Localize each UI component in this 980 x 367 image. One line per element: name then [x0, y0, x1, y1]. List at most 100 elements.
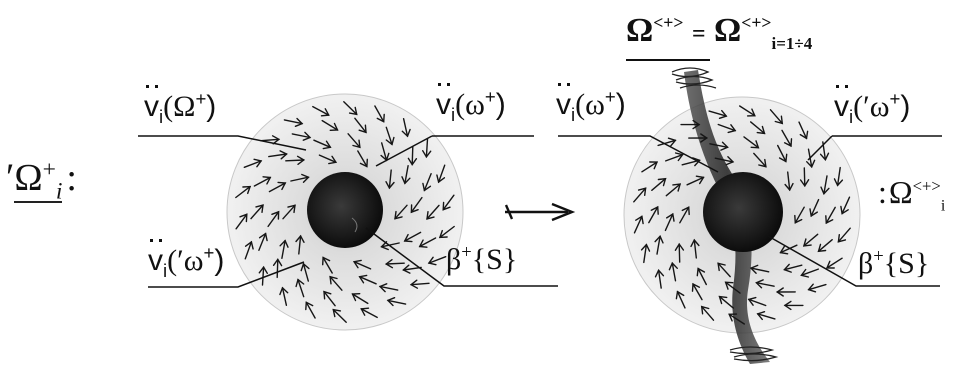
- flow-arrow-head: [401, 128, 411, 138]
- flow-arrow-head: [258, 232, 268, 242]
- flow-arrow-head: [802, 238, 812, 247]
- flow-arrow-shaft: [777, 144, 787, 163]
- leader-left-v1: [138, 135, 307, 151]
- flow-arrow-shaft: [380, 242, 400, 248]
- flow-arrow-head: [358, 274, 368, 284]
- flow-arrow-shaft: [686, 176, 705, 186]
- flow-arrow-shaft: [641, 161, 658, 173]
- long-right-arrow-icon: [504, 202, 576, 222]
- flow-arrow-shaft: [428, 256, 447, 264]
- flow-arrow-head: [277, 181, 287, 191]
- flow-arrow-head: [674, 152, 684, 162]
- flow-arrow-shaft: [305, 301, 316, 319]
- flow-arrow-shaft: [253, 176, 271, 187]
- top-equation: Ω<+> = Ω<+>i=1÷4: [626, 14, 812, 52]
- flow-arrow-head: [436, 174, 446, 184]
- flow-arrow-shaft: [268, 182, 286, 193]
- flow-arrow-shaft: [244, 241, 253, 260]
- flow-arrow-shaft: [281, 287, 288, 306]
- flow-arrow-shaft: [276, 258, 279, 279]
- flow-arrow-head: [799, 130, 809, 140]
- flow-arrow-head: [422, 150, 432, 159]
- flow-arrow-head: [728, 313, 738, 322]
- flow-arrow-shaft: [633, 187, 647, 203]
- flow-arrow-head: [426, 211, 435, 220]
- flow-arrow-head: [675, 290, 685, 300]
- flow-arrow-shaft: [357, 150, 368, 168]
- flow-arrow-shaft: [268, 153, 288, 158]
- flow-arrow-head: [427, 256, 437, 266]
- flow-arrow-head: [667, 137, 677, 147]
- flow-arrow-shaft: [657, 269, 662, 289]
- flow-arrow-shaft: [676, 290, 686, 309]
- right-vortex-arrows: [633, 105, 851, 325]
- right-label-omega-set: :Ω<+>i: [878, 174, 946, 215]
- flow-arrow-shaft: [709, 143, 729, 149]
- flow-arrow-shaft: [678, 243, 681, 263]
- flow-arrow-shaft: [235, 185, 251, 199]
- flow-arrow-head: [840, 205, 849, 215]
- flow-arrow-head: [833, 178, 844, 187]
- flow-arrow-head: [302, 131, 312, 141]
- flow-arrow-head: [402, 264, 411, 274]
- leader-left-v3: [148, 261, 305, 288]
- flow-arrow-head: [442, 201, 451, 211]
- flow-arrow-shaft: [282, 204, 296, 220]
- flow-arrow-head: [756, 311, 766, 321]
- flow-arrow-shaft: [283, 119, 303, 125]
- flow-arrow-shaft: [394, 204, 408, 220]
- flow-arrow-shaft: [423, 172, 432, 192]
- set-symbol: Ω+i: [14, 156, 63, 205]
- flow-arrow-head: [681, 206, 690, 216]
- flow-arrow-head: [799, 179, 810, 188]
- flow-arrow-head: [322, 140, 332, 150]
- flow-arrow-head: [380, 241, 389, 251]
- left-vortex-arrows: [235, 101, 455, 323]
- flow-arrow-shaft: [360, 308, 378, 319]
- right-vortex-scribble-top: [671, 67, 717, 89]
- flow-arrow-head: [650, 205, 659, 215]
- flow-arrow-shaft: [836, 166, 841, 187]
- flow-arrow-shaft: [410, 282, 430, 286]
- flow-arrow-head: [749, 264, 759, 274]
- flow-arrow-head: [756, 125, 766, 135]
- flow-arrow-head: [783, 138, 793, 148]
- flow-arrow-head: [700, 133, 709, 143]
- top-rhs: Ω<+>i=1÷4: [714, 12, 813, 53]
- flow-arrow-shaft: [374, 105, 385, 123]
- flow-arrow-head: [635, 215, 644, 225]
- flow-arrow-shaft: [701, 305, 715, 321]
- flow-arrow-shaft: [323, 290, 336, 307]
- flow-arrow-head: [696, 267, 706, 277]
- flow-arrow-head: [295, 234, 305, 243]
- set-label: ′Ω+i:: [6, 156, 77, 205]
- flow-arrow-shaft: [442, 194, 455, 211]
- flow-arrow-head: [332, 308, 342, 318]
- flow-arrow-shaft: [648, 206, 659, 224]
- set-colon: :: [66, 156, 77, 199]
- flow-arrow-shaft: [693, 239, 697, 259]
- flow-arrow-shaft: [260, 138, 280, 142]
- flow-arrow-head: [666, 212, 675, 222]
- flow-arrow-head: [774, 115, 784, 125]
- flow-arrow-head: [403, 233, 413, 243]
- flow-arrow-head: [322, 256, 331, 266]
- flow-arrow-head: [358, 124, 367, 134]
- flow-arrow-head: [295, 278, 305, 288]
- flow-arrow-shaft: [318, 154, 337, 164]
- flow-arrow-shaft: [404, 164, 409, 185]
- flow-arrow-shaft: [402, 117, 409, 137]
- flow-arrow-shaft: [779, 244, 798, 254]
- flow-arrow-head: [784, 182, 794, 192]
- flow-arrow-head: [692, 157, 701, 167]
- flow-arrow-shaft: [250, 204, 264, 220]
- right-label-v-omega-prime: vi(′ω+): [834, 85, 911, 127]
- flow-arrow-shaft: [426, 204, 440, 220]
- flow-arrow-head: [674, 242, 685, 251]
- flow-arrow-shaft: [837, 227, 851, 243]
- flow-arrow-head: [378, 283, 388, 293]
- flow-arrow-shaft: [781, 129, 792, 147]
- flow-arrow-shaft: [439, 225, 455, 239]
- flow-arrow-head: [438, 229, 448, 239]
